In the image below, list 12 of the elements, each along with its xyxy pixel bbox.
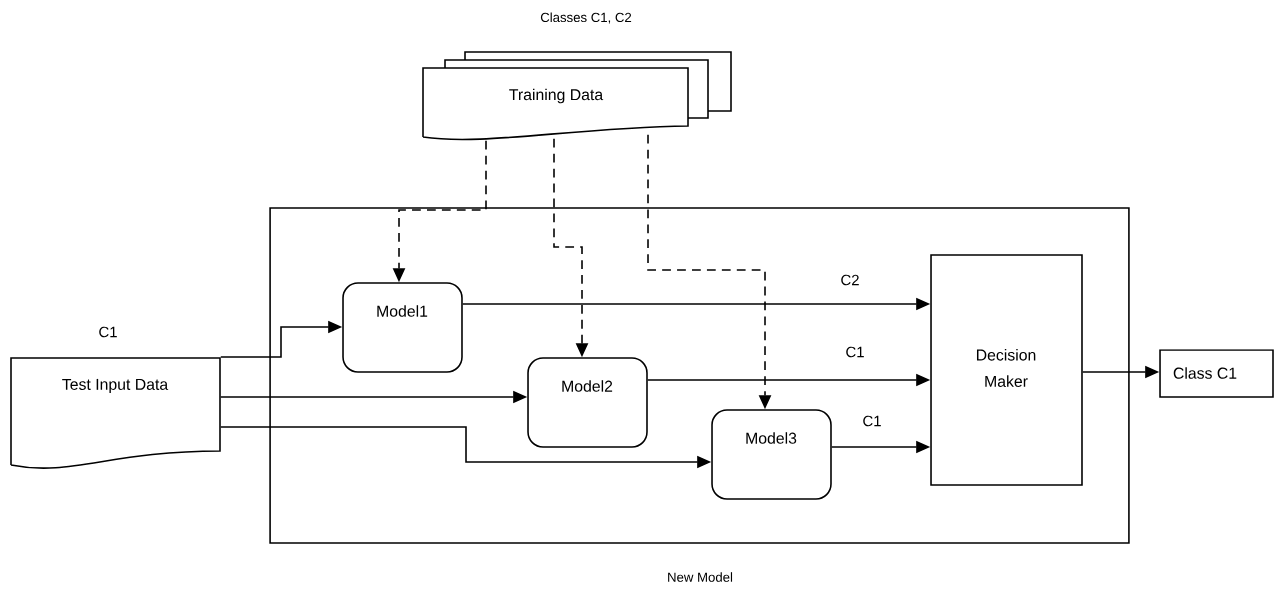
- node-label: Decision Maker: [977, 349, 1036, 387]
- edge-label: C2: [838, 272, 862, 288]
- node-label: Model1: [377, 305, 428, 317]
- node-label: Test Input Data: [62, 378, 169, 394]
- node-caption: Classes C1, C2: [540, 12, 632, 24]
- frame-title: New Model: [668, 572, 733, 582]
- node-label: Model3: [746, 432, 797, 444]
- edge-label: C1: [860, 413, 884, 429]
- node-caption: C1: [99, 326, 117, 338]
- edge-label: C1: [843, 344, 867, 360]
- node-label: Model2: [562, 380, 613, 392]
- node-label: Class C1: [1173, 367, 1237, 379]
